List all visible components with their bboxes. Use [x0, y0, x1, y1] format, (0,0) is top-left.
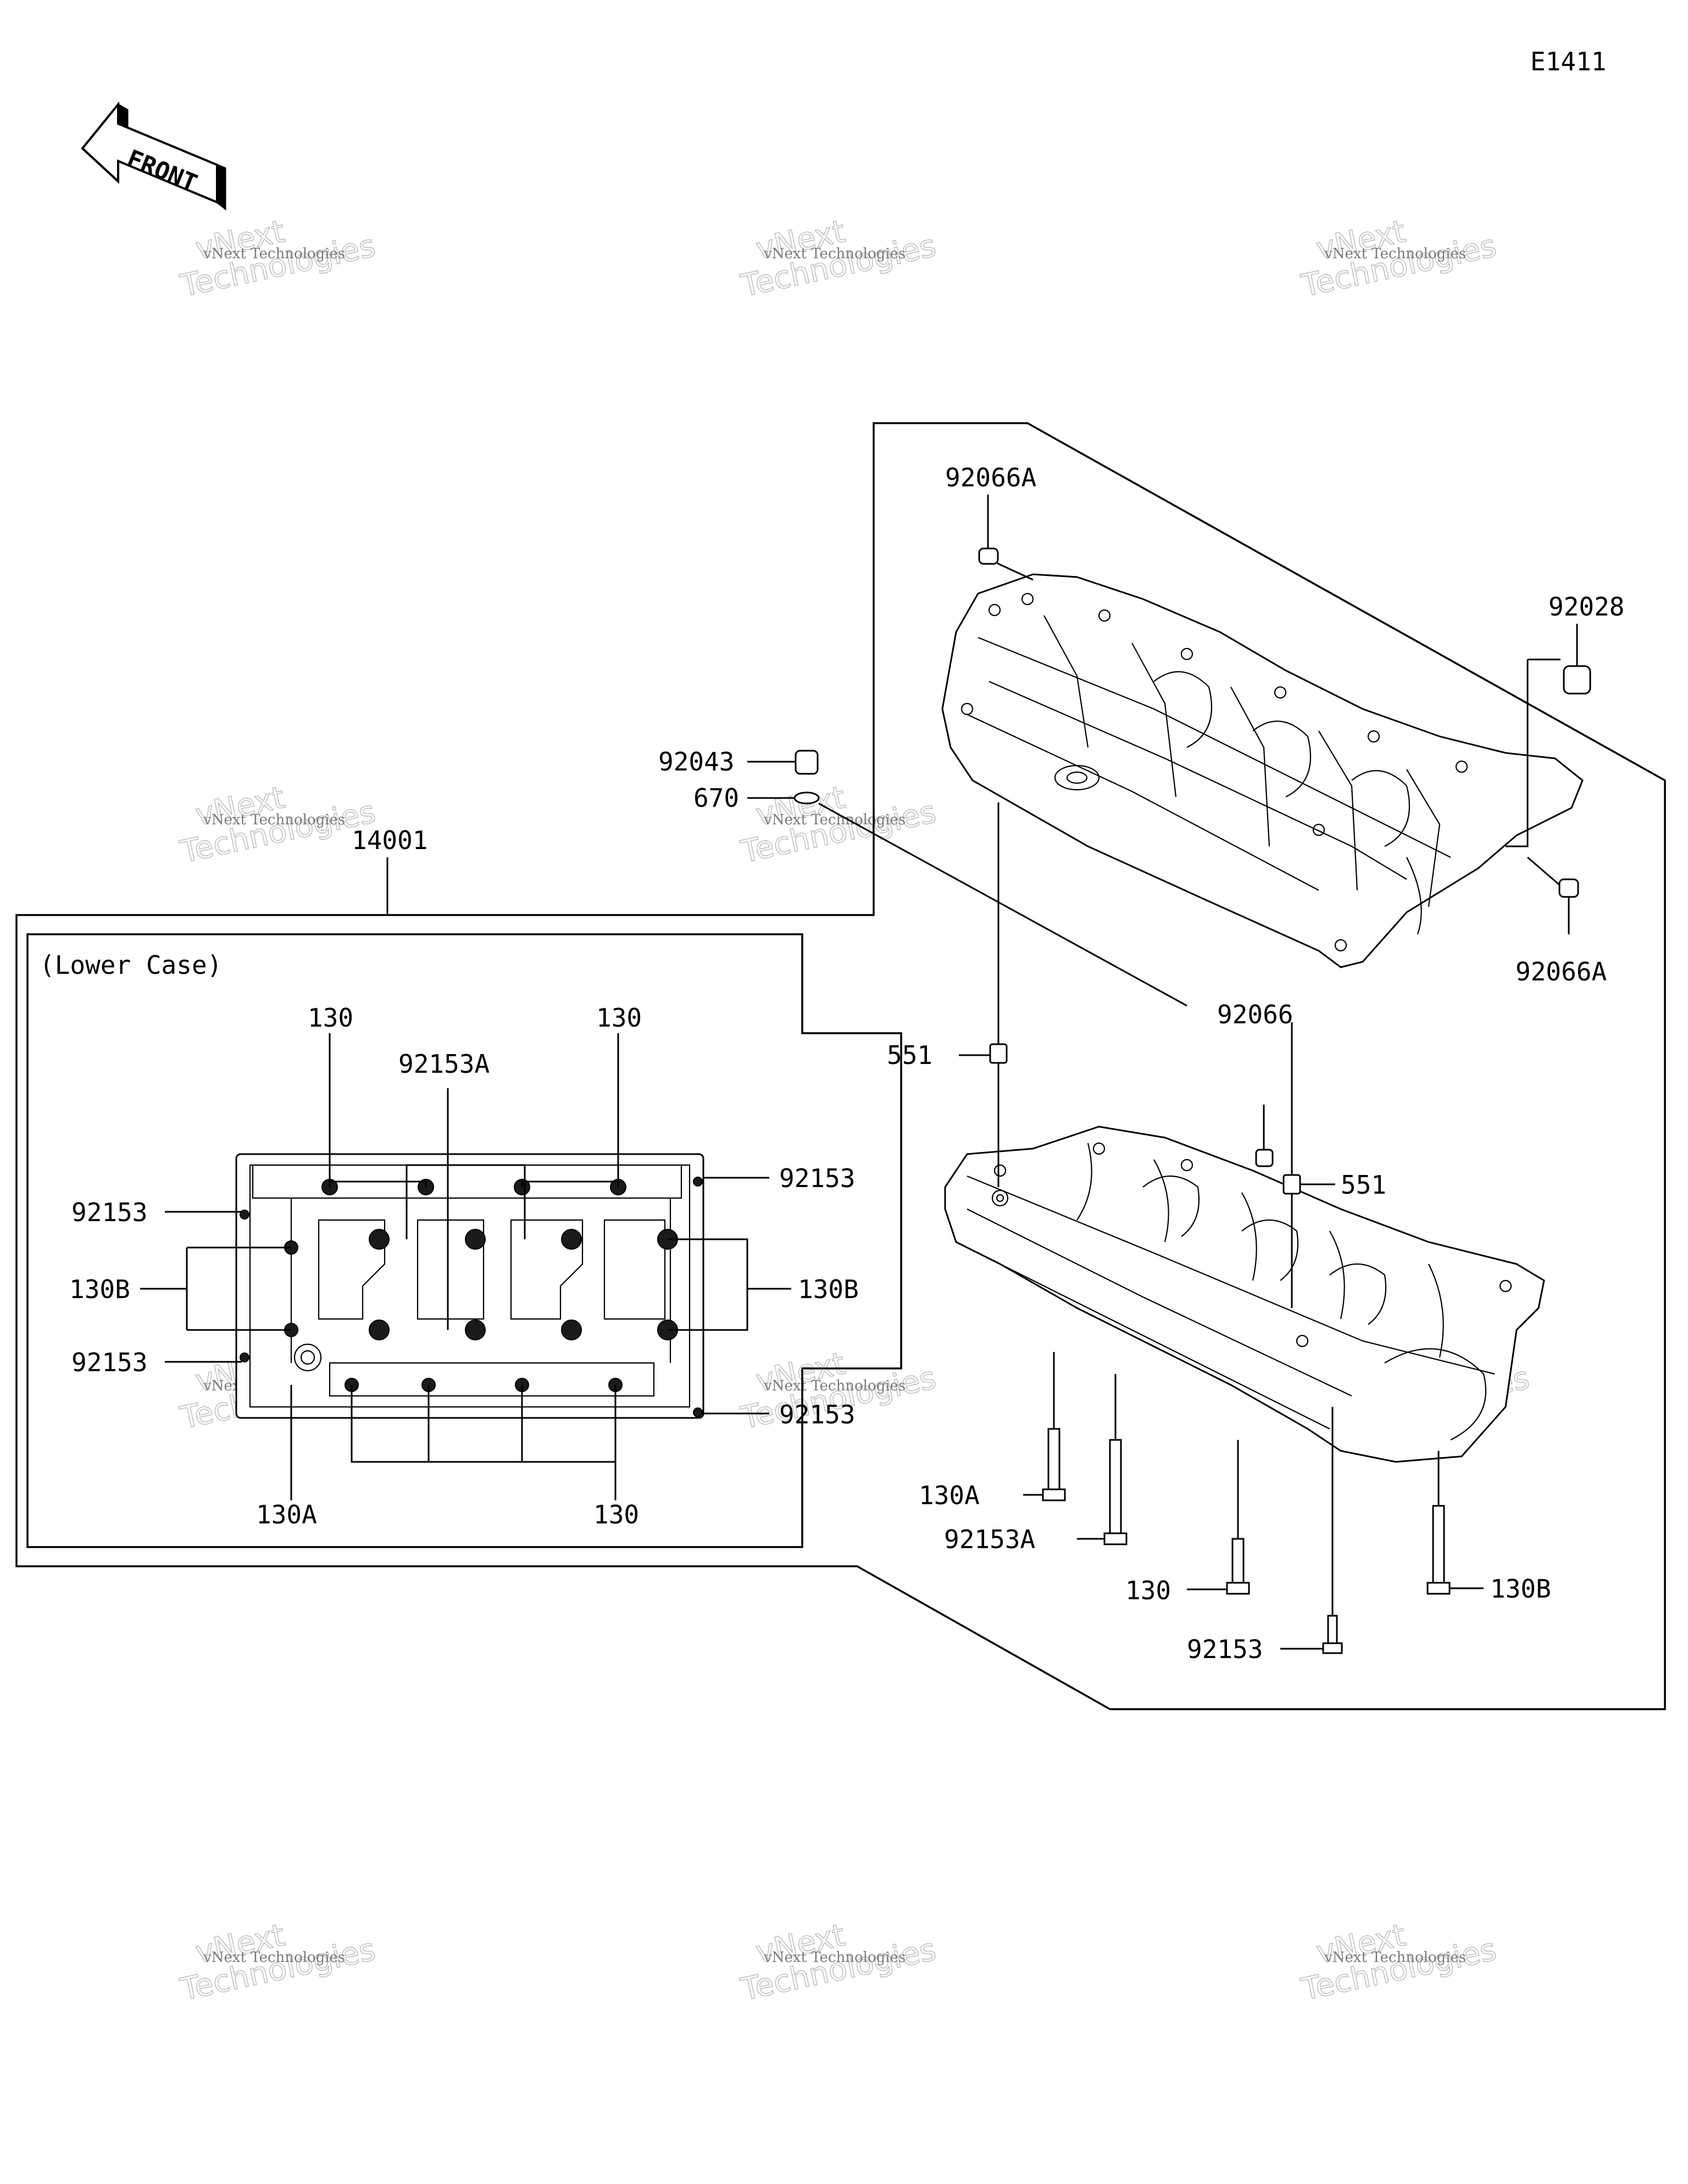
lower-case-plan: [235, 1153, 704, 1419]
dowel-part: [795, 750, 819, 775]
callout-130a-right: 130A: [919, 1481, 980, 1510]
upper-crankcase: [941, 573, 1584, 968]
callout-assembly: 14001: [352, 825, 427, 855]
o-ring-part: [793, 791, 820, 805]
callout-92066a-right: 92066A: [1515, 957, 1607, 986]
callout-92153a-right: 92153A: [944, 1525, 1035, 1554]
callout-551-left: 551: [887, 1040, 932, 1070]
watermark: vNext Technologies: [203, 1949, 345, 1966]
callout-670: 670: [693, 783, 739, 813]
front-arrow-icon: FRONT: [81, 101, 226, 211]
callout-inset-92153-top-left: 92153: [71, 1198, 147, 1227]
lower-case-inset: [26, 933, 902, 1548]
callout-inset-130b-right: 130B: [798, 1274, 859, 1304]
callout-inset-130-top-right: 130: [596, 1003, 642, 1033]
callout-130b-right: 130B: [1490, 1574, 1551, 1604]
callout-92153-right: 92153: [1187, 1634, 1263, 1664]
assembly-frame: [15, 422, 1666, 1710]
watermark: vNext Technologies: [763, 246, 906, 262]
callout-551-right: 551: [1341, 1170, 1386, 1200]
diagram-code: E1411: [1530, 47, 1606, 76]
watermark: vNext Technologies: [763, 1949, 906, 1966]
watermark: vNext Technologies: [1324, 1949, 1466, 1966]
callout-130-right: 130: [1125, 1576, 1171, 1605]
callout-inset-92153-top-right: 92153: [779, 1163, 855, 1193]
lower-crankcase: [944, 1126, 1545, 1463]
callout-inset-130-top-left: 130: [308, 1003, 353, 1033]
callout-inset-92153a: 92153A: [398, 1049, 490, 1079]
inset-leaders: [140, 1033, 791, 1500]
dowel-pin-part: [1282, 1174, 1301, 1195]
callout-92066: 92066: [1217, 1000, 1293, 1029]
plug-part: [1255, 1149, 1274, 1167]
callout-92066a-top: 92066A: [945, 463, 1036, 492]
watermark: vNext Technologies: [203, 812, 345, 828]
callout-92028: 92028: [1548, 592, 1624, 622]
bolt-92153A: [1077, 1374, 1128, 1545]
callout-inset-92153-bottom-left: 92153: [71, 1348, 147, 1377]
watermark: vNext Technologies: [763, 1378, 906, 1394]
watermark: vNext Technologies: [1324, 246, 1466, 262]
callout-92043: 92043: [658, 747, 734, 777]
callout-inset-92153-bottom-right: 92153: [779, 1400, 855, 1429]
inset-title: (Lower Case): [40, 950, 222, 980]
grommet-part: [978, 547, 999, 565]
callout-inset-130b-left: 130B: [69, 1274, 130, 1304]
callout-inset-130-bottom: 130: [593, 1500, 639, 1529]
bolt-92153: [1280, 1407, 1343, 1654]
collar-part: [1563, 665, 1591, 695]
callout-labels: 92066A 92028 92043 670 92066A 92066 551 …: [69, 463, 1624, 1664]
bolt-130: [1187, 1440, 1250, 1595]
loose-parts: [747, 495, 1591, 1654]
dowel-pin-part: [989, 1043, 1008, 1064]
watermarks: vNext Technologies vNext Technologies vN…: [177, 213, 1533, 2008]
watermark: vNext Technologies: [203, 246, 345, 262]
bolt-130B: [1426, 1451, 1484, 1595]
grommet-part: [1558, 878, 1579, 898]
bolt-130A: [1023, 1352, 1066, 1501]
watermark: vNext Technologies: [763, 812, 906, 828]
callout-inset-130a: 130A: [256, 1500, 317, 1529]
